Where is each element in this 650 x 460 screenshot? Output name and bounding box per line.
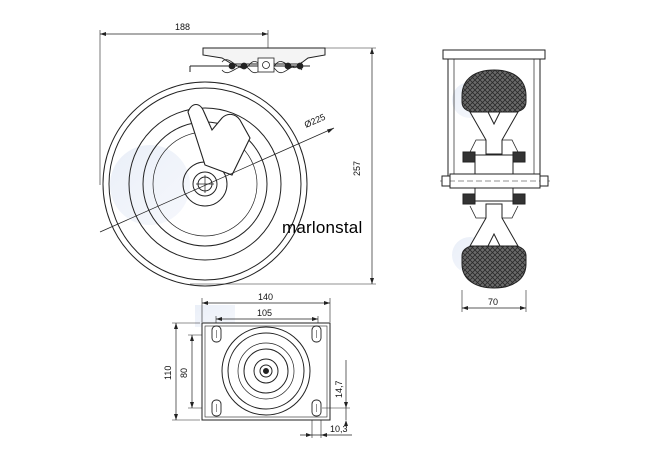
dim-hole-spacing-x: 105: [257, 308, 272, 318]
dim-height: 257: [352, 161, 362, 176]
dim-hole-diameter: 10,3: [330, 424, 348, 434]
dim-width: 188: [175, 22, 190, 32]
plate-view: [172, 298, 352, 438]
brand-label: marlonstal: [282, 218, 363, 237]
dim-tread-width: 70: [488, 297, 498, 307]
front-view: [440, 49, 550, 312]
dim-hole-offset: 14,7: [334, 380, 344, 398]
dim-diameter: Ø225: [303, 112, 327, 130]
dim-plate-width: 140: [258, 292, 273, 302]
dim-plate-height: 110: [163, 366, 173, 380]
dim-hole-spacing-y: 80: [179, 368, 189, 378]
side-view: [99, 30, 376, 287]
